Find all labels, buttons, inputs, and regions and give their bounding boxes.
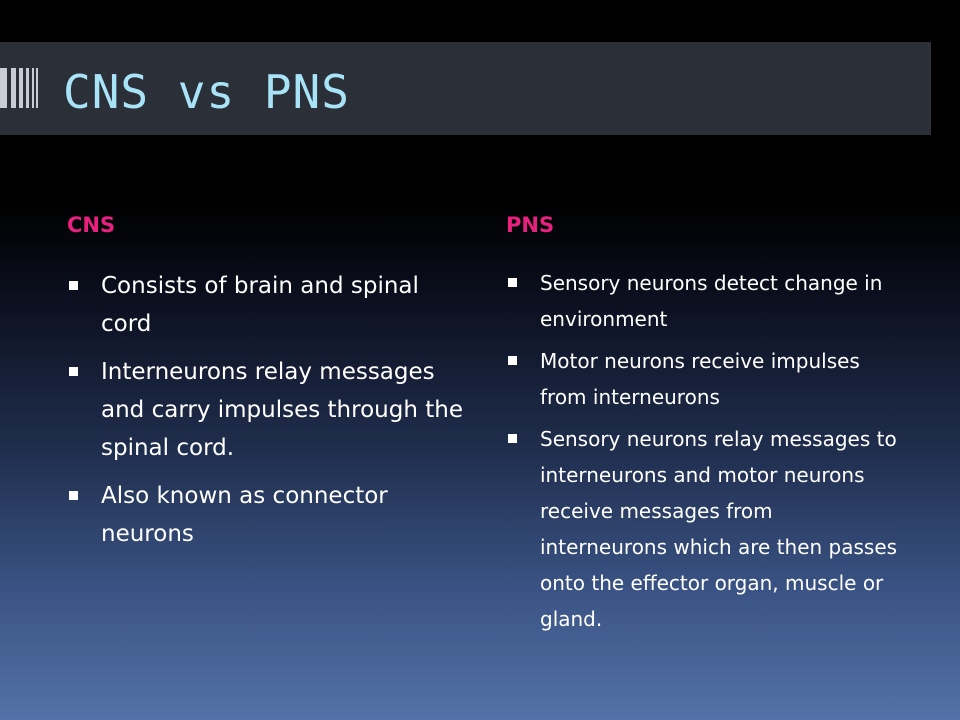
bullet-text: Motor neurons receive impulses from inte… <box>540 349 860 409</box>
list-item: Sensory neurons relay messages to intern… <box>506 421 906 637</box>
list-item: Sensory neurons detect change in environ… <box>506 265 906 337</box>
pns-bullet-list: Sensory neurons detect change in environ… <box>506 265 906 637</box>
bullet-text: Consists of brain and spinal cord <box>101 273 419 337</box>
cns-bullet-list: Consists of brain and spinal cord Intern… <box>67 267 467 553</box>
title-bar <box>0 42 931 135</box>
list-item: Motor neurons receive impulses from inte… <box>506 343 906 415</box>
cns-column: CNS Consists of brain and spinal cord In… <box>67 205 467 563</box>
square-bullet-icon <box>69 367 78 376</box>
pns-column: PNS Sensory neurons detect change in env… <box>506 205 906 643</box>
list-item: Consists of brain and spinal cord <box>67 267 467 343</box>
square-bullet-icon <box>69 281 78 290</box>
cns-heading: CNS <box>67 213 116 237</box>
bullet-text: Sensory neurons detect change in environ… <box>540 271 883 331</box>
square-bullet-icon <box>508 434 517 443</box>
square-bullet-icon <box>508 278 517 287</box>
square-bullet-icon <box>69 491 78 500</box>
slide-title: CNS vs PNS <box>63 65 350 119</box>
bullet-text: Interneurons relay messages and carry im… <box>101 359 463 461</box>
bullet-text: Also known as connector neurons <box>101 483 388 547</box>
decorative-stripes <box>0 68 40 108</box>
list-item: Also known as connector neurons <box>67 477 467 553</box>
list-item: Interneurons relay messages and carry im… <box>67 353 467 467</box>
pns-heading: PNS <box>506 213 555 237</box>
bullet-text: Sensory neurons relay messages to intern… <box>540 427 898 631</box>
square-bullet-icon <box>508 356 517 365</box>
